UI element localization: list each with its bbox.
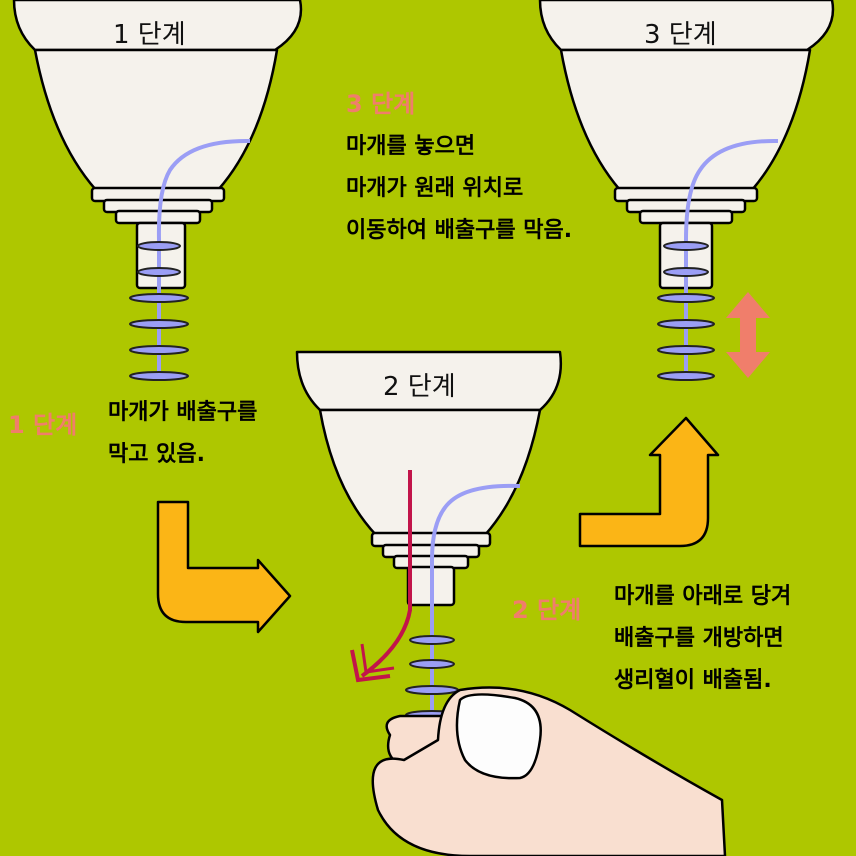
up-down-arrow-icon	[726, 292, 770, 378]
step-3-line-3: 이동하여 배출구를 막음.	[346, 218, 573, 243]
step-1-line-1: 마개가 배출구를	[108, 400, 258, 425]
hand-pulling-stem	[371, 686, 727, 856]
cup-3-title: 3 단계	[644, 20, 717, 50]
step-2-line-3: 생리혈이 배출됨.	[614, 668, 772, 693]
cup-1-title: 1 단계	[113, 20, 186, 50]
step-2-line-1: 마개를 아래로 당겨	[614, 584, 792, 609]
cup-3	[538, 0, 835, 290]
step-2-line-2: 배출구를 개방하면	[614, 626, 784, 651]
step-3-label: 3 단계	[346, 90, 416, 118]
cup-2	[295, 350, 562, 607]
cup-3-stem-line	[684, 138, 779, 380]
step-3-line-1: 마개를 놓으면	[346, 134, 476, 159]
cup-2-stem-line	[430, 483, 521, 760]
pull-down-arrow	[360, 470, 412, 678]
orange-arrow-1-to-2	[156, 500, 292, 634]
cup-1-stem-rings	[129, 241, 189, 381]
step-1-line-2: 막고 있음.	[108, 442, 205, 467]
cup-1-stem-line	[156, 138, 251, 380]
step-3-line-2: 마개가 원래 위치로	[346, 176, 524, 201]
step-2-label: 2 단계	[512, 596, 582, 624]
orange-arrow-2-to-3	[578, 416, 720, 548]
cup-3-stem-rings	[657, 241, 715, 381]
step-2-description: 마개를 아래로 당겨 배출구를 개방하면 생리혈이 배출됨.	[614, 576, 791, 702]
pull-down-arrowhead-icon	[350, 649, 391, 683]
cup-2-title: 2 단계	[383, 372, 456, 402]
step-1-label: 1 단계	[8, 411, 78, 439]
step-1-description: 마개가 배출구를 막고 있음.	[108, 392, 257, 476]
step-3-description: 마개를 놓으면 마개가 원래 위치로 이동하여 배출구를 막음.	[346, 126, 572, 252]
